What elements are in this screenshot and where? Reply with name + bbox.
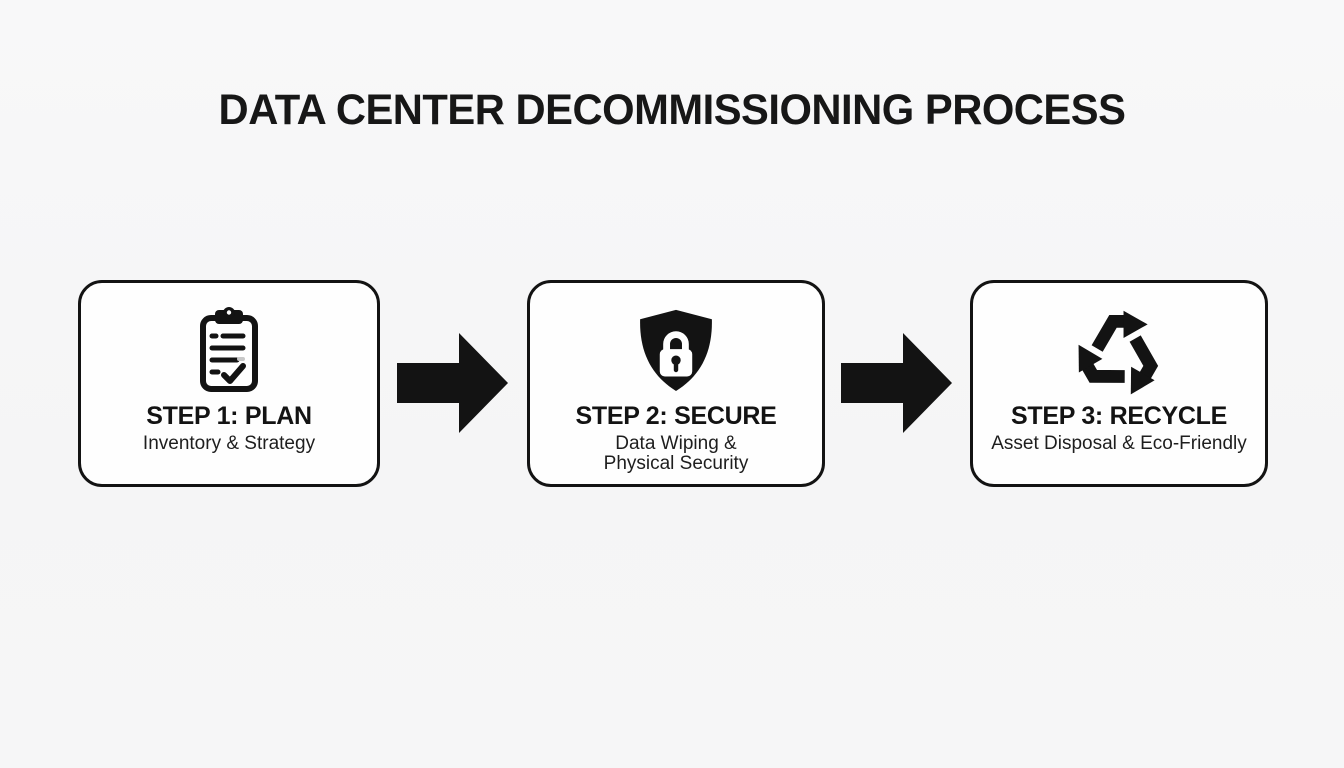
step-box-recycle: STEP 3: RECYCLE Asset Disposal & Eco-Fri… [970,280,1268,487]
step-title: STEP 1: PLAN [146,402,312,430]
arrow-right-icon [397,333,508,433]
page-title: DATA CENTER DECOMMISSIONING PROCESS [218,86,1126,134]
step-subtitle: Data Wiping & Physical Security [603,432,749,475]
recycle-icon [1070,304,1168,396]
step-subtitle: Asset Disposal & Eco-Friendly [991,432,1247,454]
arrow-right-icon [841,333,952,433]
step-box-plan: STEP 1: PLAN Inventory & Strategy [78,280,380,487]
clipboard-checklist-icon [198,304,260,396]
step-subtitle: Inventory & Strategy [142,432,316,454]
shield-lock-icon [635,304,717,396]
step-box-secure: STEP 2: SECURE Data Wiping & Physical Se… [527,280,825,487]
step-title: STEP 2: SECURE [575,402,777,430]
step-title: STEP 3: RECYCLE [1011,402,1227,430]
